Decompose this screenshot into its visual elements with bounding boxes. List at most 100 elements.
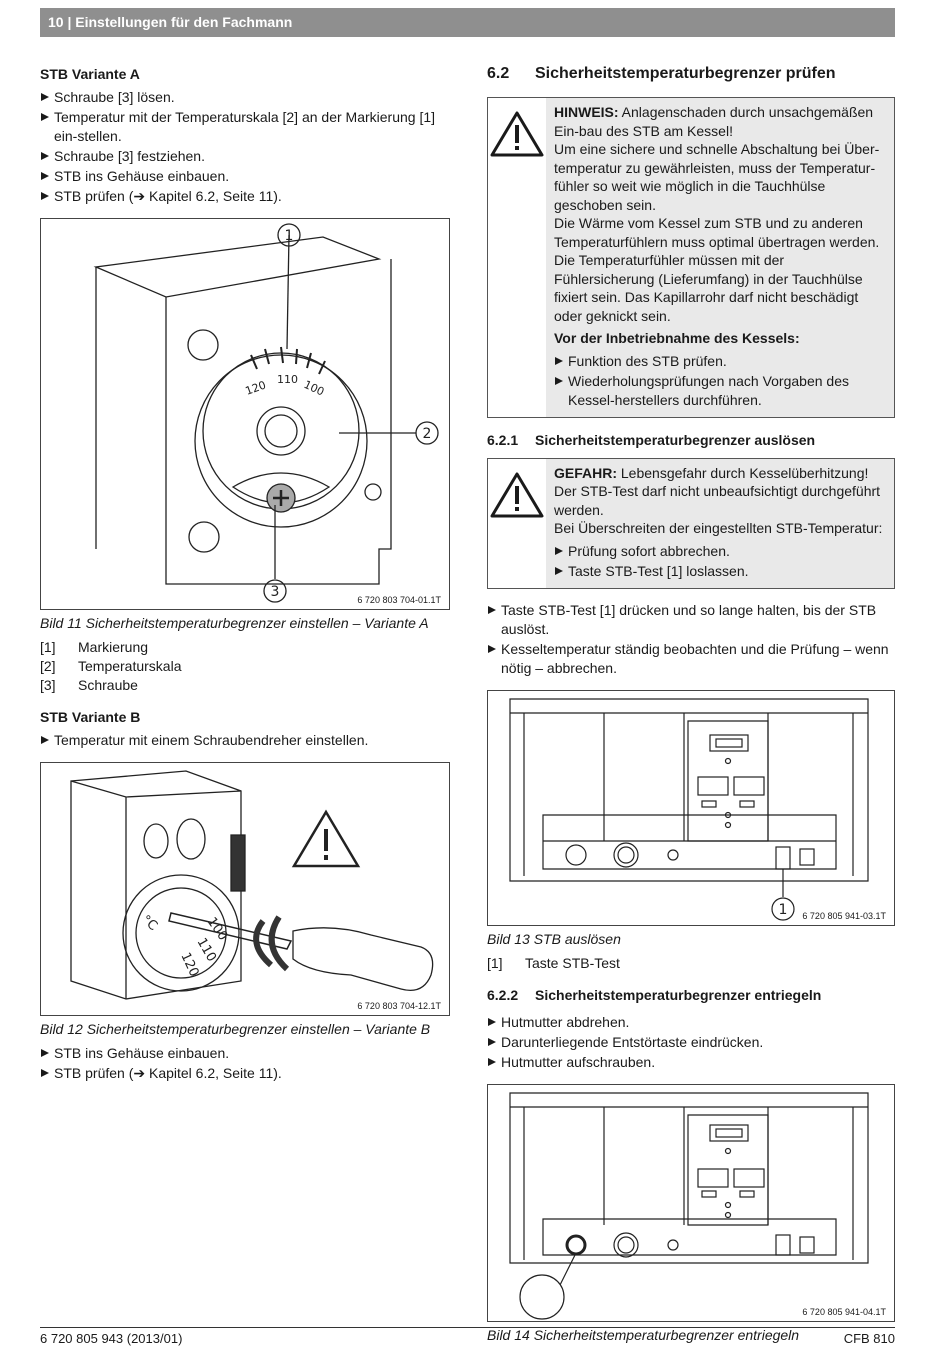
list-item: STB prüfen (➔ Kapitel 6.2, Seite 11). [40, 187, 450, 206]
figure-code: 6 720 805 941-04.1T [802, 1306, 886, 1317]
notice-lead: GEFAHR: Lebensgefahr durch Kesselüberhit… [554, 464, 884, 483]
figure-11-caption: Bild 11 Sicherheitstemperaturbegrenzer e… [40, 615, 429, 631]
scale-label-celsius: °C [138, 913, 160, 935]
list-item: Temperatur mit einem Schraubendreher ein… [40, 731, 450, 750]
section-6-2-heading: 6.2 Sicherheitstemperaturbegrenzer prüfe… [487, 65, 895, 83]
notice-text: HINWEIS: Anlagenschaden durch unsachgemä… [546, 98, 894, 417]
scale-label-100: 100 [302, 378, 327, 399]
figure-12-caption: Bild 12 Sicherheitstemperaturbegrenzer e… [40, 1021, 431, 1037]
variant-b-steps: Temperatur mit einem Schraubendreher ein… [40, 731, 450, 750]
figure-14: 6 720 805 941-04.1T [487, 1083, 895, 1322]
legend-label: Schraube [78, 677, 138, 693]
legend-label: Temperaturskala [78, 658, 182, 674]
header-title: Einstellungen für den Fachmann [75, 14, 293, 30]
figure-code: 6 720 805 941-03.1T [802, 910, 886, 921]
legend-row: [1] Taste STB-Test [487, 954, 895, 973]
notice-paragraph: Die Wärme vom Kessel zum STB und zu ande… [554, 215, 880, 250]
figure-14-caption: Bild 14 Sicherheitstemperaturbegrenzer e… [487, 1326, 800, 1343]
list-item: Taste STB-Test [1] loslassen. [554, 562, 884, 581]
figure-code: 6 720 803 704-12.1T [357, 1001, 441, 1011]
section-6-2-1-heading: 6.2.1 Sicherheitstemperaturbegrenzer aus… [487, 432, 895, 448]
notice-lead-text: Lebensgefahr durch Kesselüberhitzung! [617, 464, 869, 481]
left-column: STB Variante A Schraube [3] lösen. Tempe… [40, 60, 450, 1084]
variant-a-title: STB Variante A [40, 66, 140, 82]
stb-variant-b-illustration: °C 100 110 120 [70, 770, 434, 1000]
list-item: Wiederholungsprüfungen nach Vorgaben des… [554, 372, 884, 410]
figure-11-legend: [1] Markierung [2] Temperaturskala [3] Schr… [40, 638, 450, 695]
section-6-2-2-heading: 6.2.2 Sicherheitstemperaturbegrenzer ent… [487, 987, 895, 1003]
product-name: CFB 810 [843, 1331, 895, 1346]
figure-13: 1 6 720 805 941-03.1T [487, 689, 895, 926]
notice-lead: HINWEIS: Anlagenschaden durch unsachgemä… [554, 103, 884, 140]
page-header: 10 | Einstellungen für den Fachmann [40, 8, 895, 37]
figure-13-caption: Bild 13 STB auslösen [487, 930, 621, 947]
list-item: STB prüfen (➔ Kapitel 6.2, Seite 11). [40, 1064, 450, 1083]
callout-1: 1 [285, 228, 294, 244]
list-item: Schraube [3] festziehen. [40, 147, 450, 166]
list-item: Taste STB-Test [1] drücken und so lange … [487, 601, 895, 639]
warning-icon [488, 98, 546, 417]
notice-subtitle: Vor der Inbetriebnahme des Kessels: [554, 330, 800, 346]
scale-label-110: 110 [194, 936, 219, 965]
scale-label-110: 110 [277, 373, 298, 386]
callout-1: 1 [779, 902, 788, 918]
page-footer: 6 720 805 943 (2013/01) CFB 810 [40, 1327, 895, 1346]
boiler-control-panel-illustration: 1 [509, 697, 869, 921]
scale-label-120: 120 [244, 378, 268, 397]
legend-row: [3] Schraube [40, 676, 450, 695]
notice-label: HINWEIS: [554, 104, 619, 120]
legend-key: [1] [487, 954, 503, 971]
legend-row: [1] Markierung [40, 638, 450, 657]
variant-b-post-steps: STB ins Gehäuse einbauen. STB prüfen (➔ … [40, 1044, 450, 1083]
notice-paragraph: Bei Überschreiten der eingestellten STB-… [554, 520, 883, 536]
section-6-2-1-steps: Taste STB-Test [1] drücken und so lange … [487, 601, 895, 678]
legend-key: [1] [40, 639, 56, 655]
notice-steps: Prüfung sofort abbrechen. Taste STB-Test… [554, 542, 884, 581]
list-item: Temperatur mit der Temperaturskala [2] a… [40, 108, 450, 146]
list-item: Darunterliegende Entstörtaste eindrücken… [487, 1033, 895, 1052]
notice-steps: Funktion des STB prüfen. Wiederholungspr… [554, 352, 884, 410]
notice-lead-text: Anlagenschaden durch unsachgemäßen Ein-b… [554, 104, 874, 139]
list-item: Funktion des STB prüfen. [554, 352, 884, 371]
figure-12: °C 100 110 120 6 720 803 704-12.1T [40, 762, 450, 1016]
page-number: 10 [48, 14, 64, 30]
figure-code: 6 720 803 704-01.1T [357, 595, 441, 605]
notice-paragraph: Die Temperaturfühler müssen mit der Fühl… [554, 252, 863, 324]
notice-paragraph: Um eine sichere und schnelle Abschaltung… [554, 141, 880, 213]
section-title: Sicherheitstemperaturbegrenzer entriegel… [535, 986, 822, 1003]
list-item: Prüfung sofort abbrechen. [554, 542, 884, 561]
section-title: Sicherheitstemperaturbegrenzer prüfen [535, 65, 836, 82]
list-item: Schraube [3] lösen. [40, 88, 450, 107]
figure-13-legend: [1] Taste STB-Test [487, 954, 895, 973]
legend-key: [3] [40, 677, 56, 693]
stb-variant-a-illustration: 1 2 3 120 110 100 [93, 223, 439, 603]
variant-a-steps: Schraube [3] lösen. Temperatur mit der T… [40, 88, 450, 206]
hinweis-notice: HINWEIS: Anlagenschaden durch unsachgemä… [487, 97, 895, 418]
section-number: 6.2.2 [487, 986, 519, 1003]
callout-2: 2 [423, 426, 432, 442]
section-number: 6.2 [487, 65, 510, 82]
right-column: 6.2 Sicherheitstemperaturbegrenzer prüfe… [487, 60, 895, 1350]
list-item: Hutmutter abdrehen. [487, 1013, 895, 1032]
legend-key: [2] [40, 658, 56, 674]
list-item: STB ins Gehäuse einbauen. [40, 1044, 450, 1063]
warning-icon [488, 459, 546, 588]
list-item: STB ins Gehäuse einbauen. [40, 167, 450, 186]
variant-b-title: STB Variante B [40, 709, 141, 725]
section-number: 6.2.1 [487, 431, 519, 448]
notice-label: GEFAHR: [554, 464, 617, 481]
list-item: Hutmutter aufschrauben. [487, 1053, 895, 1072]
legend-label: Taste STB-Test [525, 954, 620, 971]
document-number: 6 720 805 943 (2013/01) [40, 1331, 183, 1346]
header-separator: | [67, 14, 72, 30]
notice-paragraph: Der STB-Test darf nicht unbeaufsichtigt … [554, 483, 881, 518]
legend-row: [2] Temperaturskala [40, 657, 450, 676]
boiler-reset-illustration [509, 1091, 869, 1320]
list-item: Kesseltemperatur ständig beobachten und … [487, 640, 895, 678]
section-title: Sicherheitstemperaturbegrenzer auslösen [535, 431, 816, 448]
callout-3: 3 [271, 584, 280, 600]
section-6-2-2-steps: Hutmutter abdrehen. Darunterliegende Ent… [487, 1013, 895, 1072]
legend-label: Markierung [78, 639, 149, 655]
notice-text: GEFAHR: Lebensgefahr durch Kesselüberhit… [546, 458, 894, 588]
gefahr-notice: GEFAHR: Lebensgefahr durch Kesselüberhit… [487, 457, 895, 589]
